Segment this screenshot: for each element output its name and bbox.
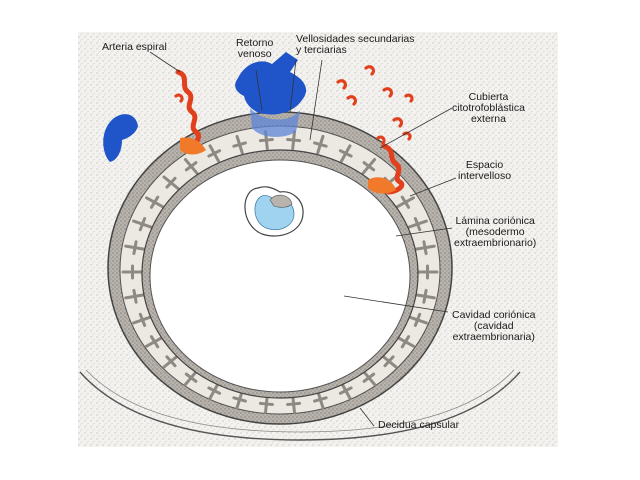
label-lamina-line3: extraembrionario) <box>454 237 537 249</box>
villus <box>338 381 353 400</box>
villus <box>414 240 436 256</box>
venous-return-blush <box>250 108 300 137</box>
villus <box>258 393 274 414</box>
label-cubierta-line1: Cubierta <box>468 91 509 103</box>
villus <box>395 195 415 209</box>
label-lamina-line1: Lámina coriónica <box>455 215 535 227</box>
spiral-artery-left-flare <box>180 137 206 155</box>
villus <box>145 335 165 349</box>
villus <box>407 312 428 327</box>
villus <box>232 389 247 410</box>
label-cavidad-line3: extraembrionaria) <box>452 331 535 343</box>
villus <box>313 134 328 155</box>
villus <box>338 144 353 163</box>
label-lamina-line2: (mesodermo <box>465 226 525 238</box>
villus <box>313 389 328 410</box>
villus <box>286 393 302 414</box>
villus <box>145 195 165 209</box>
spiral-artery-right <box>381 143 405 195</box>
label-vellosidades-line2: y terciarias <box>296 44 347 56</box>
villus <box>121 264 144 280</box>
villus <box>124 288 146 304</box>
label-cavidad-line1: Cavidad coriónica <box>452 309 536 321</box>
villus <box>395 335 415 349</box>
label-vellosidades: Vellosidades secundarias y terciarias <box>296 34 415 56</box>
villus <box>361 369 377 387</box>
villus <box>207 381 222 400</box>
chorionic-cavity <box>149 159 411 393</box>
label-cavidad-line2: (cavidad <box>473 320 514 332</box>
villus <box>183 157 199 175</box>
villus <box>132 312 153 327</box>
villus <box>124 240 146 256</box>
decidua-capsular-curve <box>79 371 521 441</box>
label-lamina: Lámina coriónica (mesodermo extraembrion… <box>454 216 536 249</box>
villus <box>162 175 180 190</box>
villus <box>162 354 180 369</box>
villus <box>407 217 428 232</box>
villus <box>361 157 377 175</box>
label-decidua: Decidua capsular <box>378 419 460 431</box>
label-cubierta-line2: citotrofoblástica <box>452 102 525 114</box>
label-cavidad: Cavidad coriónica (cavidad extraembriona… <box>452 310 535 343</box>
villus <box>183 369 199 387</box>
villus <box>232 134 247 155</box>
label-espacio-line2: intervelloso <box>458 170 512 182</box>
spiral-artery-right-flare <box>368 177 396 194</box>
label-retorno-venoso-line2: venoso <box>237 48 272 60</box>
venous-return <box>235 52 307 115</box>
label-arteria-espiral: Arteria espiral <box>102 41 167 53</box>
villus <box>416 264 439 280</box>
artery-fragments <box>174 65 414 145</box>
leader-lines <box>149 51 457 427</box>
villus <box>286 130 302 151</box>
villus <box>207 144 222 163</box>
villus <box>132 217 153 232</box>
villus <box>380 354 398 369</box>
label-cubierta-line3: externa <box>470 113 506 125</box>
spiral-artery-left <box>175 69 201 153</box>
label-espacio-line1: Espacio <box>465 159 504 171</box>
label-espacio: Espacio intervelloso <box>458 160 511 182</box>
label-retorno-venoso: Retorno venoso <box>236 38 273 60</box>
label-retorno-venoso-line1: Retorno <box>236 37 274 49</box>
decidua-capsular-inner-curve <box>85 369 515 433</box>
label-vellosidades-line1: Vellosidades secundarias <box>296 33 415 45</box>
vein-fragment <box>103 114 138 162</box>
label-cubierta: Cubierta citotrofoblástica externa <box>452 92 525 125</box>
villus <box>414 288 436 304</box>
embryonic-disc <box>269 194 293 208</box>
